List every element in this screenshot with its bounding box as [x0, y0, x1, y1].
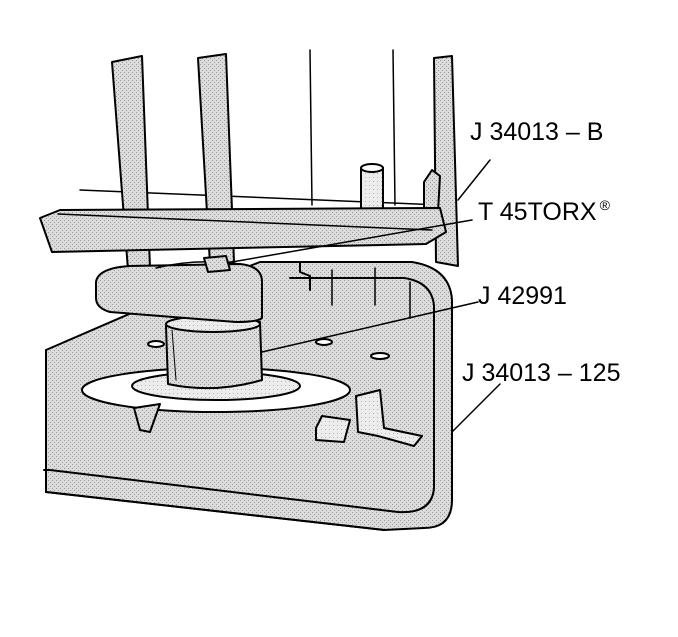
- plate-hole: [147, 340, 165, 348]
- leader-j34013-125: [451, 383, 501, 433]
- leader-torx: [231, 219, 473, 263]
- base-plate-slots: [299, 261, 411, 319]
- plate-clip-left: [315, 415, 351, 443]
- label-torx-text: T 45TORX: [478, 198, 597, 226]
- plate-hole: [370, 352, 390, 360]
- j42991-adapter: [165, 315, 263, 390]
- label-j34013-125: J 34013 – 125: [462, 359, 621, 387]
- registered-mark: ®: [599, 197, 610, 213]
- torx-driver-arm: [95, 255, 263, 323]
- plate-clip-right: [355, 389, 423, 447]
- label-j34013-b: J 34013 – B: [470, 118, 604, 146]
- fixture-crossbar: [39, 207, 447, 253]
- plate-hole: [315, 338, 333, 346]
- leader-j34013b: [457, 159, 491, 201]
- lower-blade: [133, 403, 161, 433]
- label-t45-torx: T 45TORX®: [478, 197, 610, 226]
- locating-pin: [360, 163, 384, 221]
- label-j42991: J 42991: [478, 282, 567, 310]
- callout-leaders: [231, 159, 501, 433]
- leader-j42991: [261, 301, 479, 353]
